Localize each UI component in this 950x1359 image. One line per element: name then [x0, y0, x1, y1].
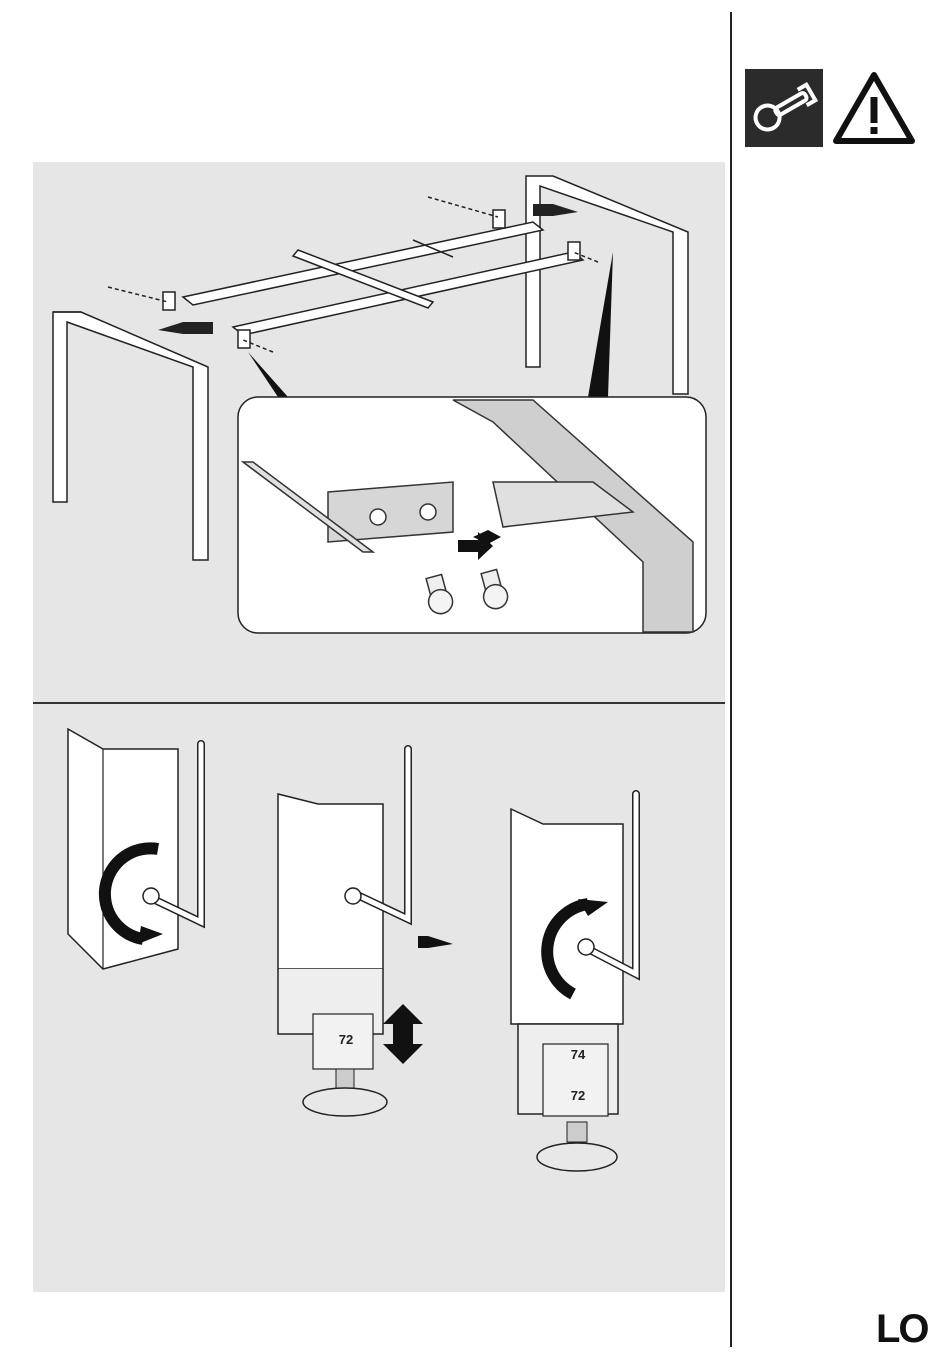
- leveling-panel: 72 74 72: [33, 704, 725, 1292]
- warning-triangle-icon: [832, 69, 916, 147]
- leg-leveling-illustration: 72 74 72: [33, 704, 725, 1292]
- leveling-step-2: 72: [278, 749, 453, 1116]
- wrench-icon: [745, 69, 823, 147]
- arrow-left-push: [158, 322, 213, 334]
- leveling-step-3: 74 72: [511, 794, 636, 1171]
- height-scale-label-lower: 72: [571, 1088, 585, 1103]
- arrow-up-down: [383, 1004, 423, 1064]
- page-divider-vertical: [730, 12, 732, 1347]
- brand-logo: LO: [876, 1309, 928, 1349]
- frame-assembly-illustration: [33, 162, 725, 702]
- arrow-right-push: [533, 204, 578, 216]
- arrow-insert-key: [418, 936, 453, 948]
- height-scale-label-middle: 72: [339, 1032, 353, 1047]
- height-scale-label-upper: 74: [571, 1047, 586, 1062]
- leveling-step-1: [68, 729, 201, 969]
- assembly-panel: [33, 162, 725, 702]
